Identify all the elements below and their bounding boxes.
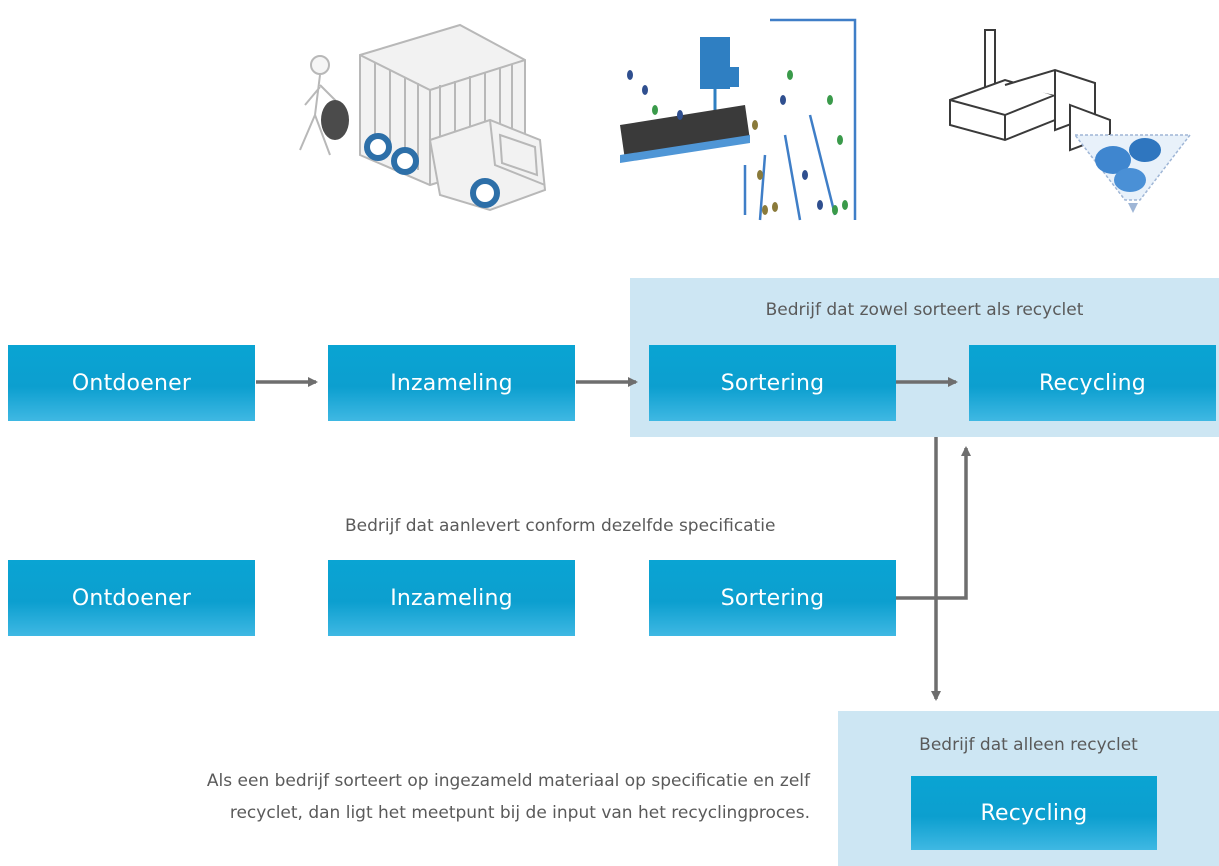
panel-recycle-only-label: Bedrijf dat alleen recyclet — [919, 735, 1138, 755]
note-line-1: Als een bedrijf sorteert op ingezameld m… — [206, 771, 810, 791]
row2-ontdoener-box: Ontdoener — [8, 560, 255, 636]
row2-sortering-label: Sortering — [720, 585, 825, 611]
sorting-machine-illustration — [620, 18, 857, 221]
row1-inzameling-label: Inzameling — [390, 370, 513, 396]
row2-label: Bedrijf dat aanlevert conform dezelfde s… — [345, 516, 776, 536]
panel-sort-and-recycle-label: Bedrijf dat zowel sorteert als recyclet — [765, 300, 1084, 320]
garbage-truck-illustration — [299, 23, 547, 212]
row1-inzameling-box: Inzameling — [328, 345, 575, 421]
row1-ontdoener-label: Ontdoener — [71, 370, 192, 396]
note-line-2: recyclet, dan ligt het meetpunt bij de i… — [229, 803, 810, 823]
row1-ontdoener-box: Ontdoener — [8, 345, 255, 421]
row2-sortering-box: Sortering — [649, 560, 896, 636]
row1-recycling-label: Recycling — [1039, 370, 1146, 396]
row1-sortering-box: Sortering — [649, 345, 896, 421]
recycle-only-recycling-box: Recycling — [911, 776, 1157, 850]
row1-sortering-label: Sortering — [720, 370, 825, 396]
row2-ontdoener-label: Ontdoener — [71, 585, 192, 611]
row2-inzameling-label: Inzameling — [390, 585, 513, 611]
row1-recycling-box: Recycling — [969, 345, 1216, 421]
recycling-plant-illustration — [949, 29, 1192, 213]
recycle-only-recycling-label: Recycling — [980, 800, 1088, 826]
note-text: Als een bedrijf sorteert op ingezameld m… — [60, 765, 810, 829]
arrow-row2-sortering-to-recycling — [896, 446, 971, 600]
row2-inzameling-box: Inzameling — [328, 560, 575, 636]
